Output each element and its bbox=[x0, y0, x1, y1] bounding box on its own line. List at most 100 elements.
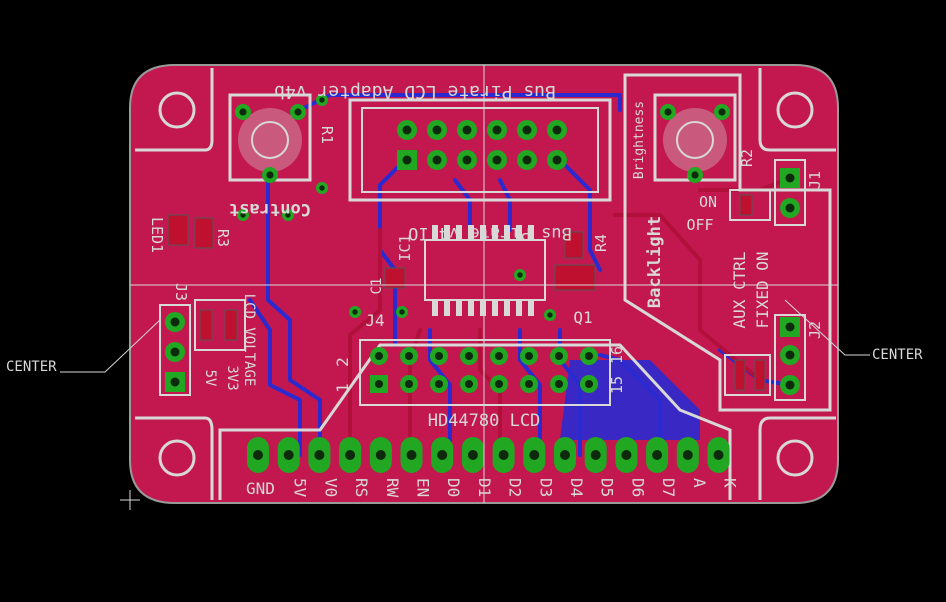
refdes-led1: LED1 bbox=[148, 217, 166, 253]
pot-pad bbox=[262, 167, 278, 183]
smd-parts bbox=[167, 194, 766, 391]
header-number-16: 16 bbox=[608, 346, 626, 364]
lcd-pin-hole bbox=[314, 450, 325, 460]
refdes-j3: J3 bbox=[172, 283, 190, 301]
pot-pad bbox=[235, 104, 251, 120]
via-pad bbox=[316, 182, 328, 194]
pot-pad bbox=[714, 104, 730, 120]
board-title: Bus Pirate LCD Adapter v4b bbox=[274, 81, 556, 102]
via-pad bbox=[237, 209, 249, 221]
lcd-pin-label: D6 bbox=[628, 478, 647, 497]
pcb-pads bbox=[165, 94, 800, 473]
lcd-header-pad-bottom bbox=[460, 375, 478, 393]
lcd-header-pad-top bbox=[370, 347, 388, 365]
lcd-header-pad-top bbox=[550, 347, 568, 365]
via-pad bbox=[514, 269, 526, 281]
lcd-pin-label: RS bbox=[352, 478, 371, 497]
lcd-pin-label: D0 bbox=[444, 478, 463, 497]
header-number-2: 2 bbox=[333, 357, 352, 367]
idc-pad-bottom bbox=[517, 150, 537, 170]
j1-pad bbox=[780, 168, 800, 188]
lcd-pin-hole bbox=[467, 450, 478, 460]
j3-pad bbox=[165, 342, 185, 362]
lcd-pin-hole bbox=[375, 450, 386, 460]
lcd-pin-label: GND bbox=[246, 479, 275, 498]
lcd-pin-hole bbox=[498, 450, 509, 460]
lcd-voltage-label: LCD VOLTAGE bbox=[241, 294, 257, 387]
lcd-pin-label: A bbox=[690, 478, 709, 488]
lcd-pin-label: 5V bbox=[291, 478, 310, 498]
lcd-pin-hole bbox=[682, 450, 693, 460]
contrast-label: Contrast bbox=[229, 199, 311, 219]
lcd-header-pad-top bbox=[460, 347, 478, 365]
idc-pad-top bbox=[397, 120, 417, 140]
center-marks bbox=[60, 65, 870, 510]
lcd-header-pad-bottom bbox=[490, 375, 508, 393]
aux-ctrl-label: AUX CTRL bbox=[730, 251, 749, 328]
j3-pad bbox=[165, 312, 185, 332]
lcd-pin-label: D3 bbox=[536, 478, 555, 497]
refdes-q1: Q1 bbox=[573, 308, 592, 327]
lcd-pin-hole bbox=[253, 450, 263, 460]
lcd-pin-label: V0 bbox=[321, 478, 340, 497]
lcd-pin-label: D7 bbox=[659, 478, 678, 497]
refdes-r4: R4 bbox=[592, 234, 610, 252]
j3-pad bbox=[165, 372, 185, 392]
lcd-pin-label: EN bbox=[414, 478, 433, 497]
idc-pad-top bbox=[487, 120, 507, 140]
brightness-label: Brightness bbox=[632, 101, 647, 179]
idc-pad-top bbox=[547, 120, 567, 140]
center-left-label: CENTER bbox=[6, 359, 57, 375]
idc-pad-bottom bbox=[487, 150, 507, 170]
via-pad bbox=[349, 306, 361, 318]
lcd-header-pad-top bbox=[580, 347, 598, 365]
lcd-pin-hole bbox=[621, 450, 632, 460]
pot-pad bbox=[660, 104, 676, 120]
refdes-c1: C1 bbox=[369, 278, 385, 295]
lcd-pin-hole bbox=[713, 450, 724, 460]
backlight-label: Backlight bbox=[645, 216, 665, 308]
via-pad bbox=[282, 209, 294, 221]
via-pad bbox=[316, 94, 328, 106]
via-pad bbox=[544, 309, 556, 321]
refdes-j2: J2 bbox=[806, 321, 824, 339]
idc-pad-top bbox=[457, 120, 477, 140]
lcd-header-pad-top bbox=[520, 347, 538, 365]
idc-pad-bottom bbox=[457, 150, 477, 170]
lcd-connector-title: HD44780 LCD bbox=[428, 411, 541, 431]
center-right-label: CENTER bbox=[872, 347, 923, 363]
lcd-header-pad-bottom bbox=[550, 375, 568, 393]
lcd-pin-hole bbox=[560, 450, 570, 460]
lcd-pin-hole bbox=[406, 450, 417, 460]
lcd-header-pad-bottom bbox=[430, 375, 448, 393]
lcd-pin-hole bbox=[652, 450, 663, 460]
lcd-pin-hole bbox=[283, 450, 294, 460]
lcd-header-pad-top bbox=[430, 347, 448, 365]
refdes-r1: R1 bbox=[318, 126, 336, 144]
on-label: ON bbox=[699, 193, 717, 211]
lcd-pin-label: RW bbox=[383, 478, 402, 498]
via-pad bbox=[396, 306, 408, 318]
header-number-15: 15 bbox=[608, 376, 626, 394]
idc-pad-bottom bbox=[427, 150, 447, 170]
silkscreen-text: Bus Pirate LCD Adapter v4b Bus Pirate v4… bbox=[6, 81, 923, 431]
lcd-header-pad-bottom bbox=[520, 375, 538, 393]
lcd-header-pad-bottom bbox=[400, 375, 418, 393]
j1-pad bbox=[780, 198, 800, 218]
lcd-pin-label: D1 bbox=[475, 478, 494, 497]
lcd-pin-hole bbox=[529, 450, 540, 460]
lcd-header-pad-top bbox=[490, 347, 508, 365]
header-number-1: 1 bbox=[333, 383, 352, 393]
lcd-pin-label: D2 bbox=[506, 478, 525, 497]
lcd-pin-hole bbox=[590, 450, 601, 460]
5v-label: 5V bbox=[202, 370, 218, 387]
lcd-pin-label: K bbox=[721, 478, 740, 488]
refdes-j4: J4 bbox=[365, 311, 384, 330]
lcd-pin-hole bbox=[437, 450, 448, 460]
idc-pad-top bbox=[517, 120, 537, 140]
io-title: Bus Pirate v4 IO bbox=[408, 223, 572, 243]
off-label: OFF bbox=[686, 216, 713, 234]
idc-pad-top bbox=[427, 120, 447, 140]
